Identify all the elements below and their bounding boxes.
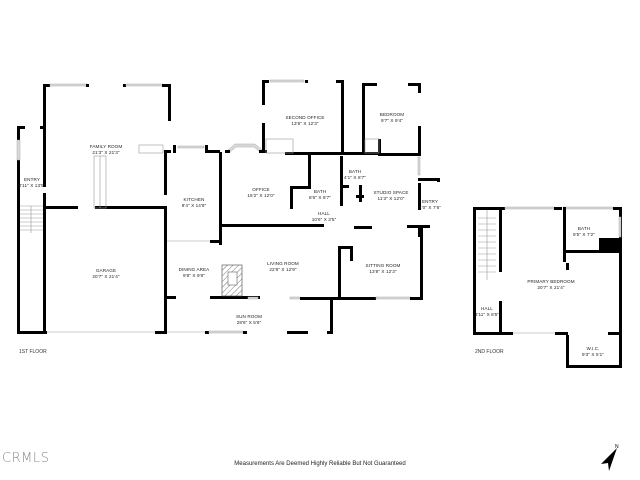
room-label-primary-bedroom: PRIMARY BEDROOM 20'7" X 21'4": [527, 279, 575, 290]
room-label-hall: HALL 10'6" X 3'5": [311, 211, 337, 222]
svg-text:N: N: [615, 444, 619, 450]
room-label-second-office: SECOND OFFICE 13'6" X 12'3": [285, 115, 325, 126]
room-label-entry-east: ENTRY 4'0" X 7'6": [419, 199, 441, 210]
first-floor-walls: [16, 79, 440, 334]
north-arrow-icon: N: [601, 444, 619, 471]
room-label-bedroom: BEDROOM 9'7" X 9'4": [379, 112, 405, 123]
room-label-family-room: FAMILY ROOM 21'3" X 21'3": [89, 144, 123, 155]
room-label-studio-space: STUDIO SPACE 11'3" X 12'0": [373, 190, 409, 201]
room-label-sun-room: SUN ROOM 28'6" X 5'6": [235, 314, 263, 325]
room-label-bath-2: BATH 4'1" X 8'7": [344, 169, 366, 180]
entry-stairs: [20, 205, 43, 233]
room-label-sitting-room: SITTING ROOM 13'8" X 12'3": [365, 263, 401, 274]
floor-label-first: 1ST FLOOR: [19, 349, 47, 355]
room-label-kitchen: KITCHEN 9'4" X 14'9": [181, 197, 207, 208]
room-label-office: OFFICE 15'2" X 12'0": [247, 187, 275, 198]
room-label-hall-upstairs: HALL 3'11" X 8'5": [474, 306, 500, 317]
crmls-logo: CRMLS: [2, 451, 50, 466]
room-label-bath-1: BATH 8'6" X 8'7": [309, 189, 331, 200]
room-label-wic: W.I.C. 9'3" X 5'1": [582, 346, 604, 357]
second-floor-walls: [473, 206, 622, 368]
room-label-entry-west: ENTRY 3'11" X 13'5": [18, 177, 46, 188]
second-floor-stairs: [478, 210, 496, 280]
measurement-disclaimer: Measurements Are Deemed Highly Reliable …: [234, 461, 406, 467]
room-label-garage: GARAGE 20'7" X 21'4": [92, 268, 120, 279]
room-label-living-room: LIVING ROOM 22'8" X 12'9": [267, 261, 299, 272]
room-label-dining-area: DINING AREA 9'8" X 9'6": [178, 267, 210, 278]
room-label-bath-upstairs: BATH 9'5" X 7'2": [573, 226, 595, 237]
floor-label-second: 2ND FLOOR: [475, 349, 504, 355]
